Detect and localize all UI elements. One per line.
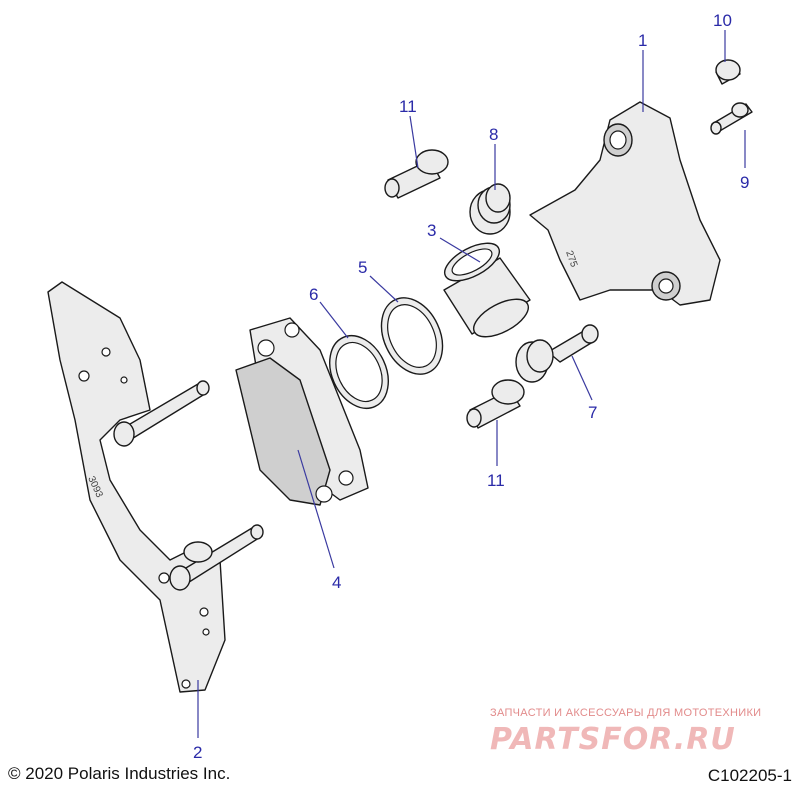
part-10-bleeder-cap (715, 59, 741, 85)
leader-4 (297, 449, 335, 569)
part-8-dust-boot (469, 183, 511, 235)
callout-3: 3 (427, 221, 436, 240)
callout-10: 10 (713, 11, 732, 30)
leader-11-upper (409, 115, 419, 169)
callout-5: 5 (358, 258, 367, 277)
leader-3 (439, 237, 481, 263)
part-9-bleeder-screw (710, 102, 753, 135)
watermark-brand: PARTSFOR.RU (490, 722, 736, 757)
part-7-guide-pin (515, 324, 599, 383)
copyright-notice: © 2020 Polaris Industries Inc. (8, 764, 231, 783)
leader-6 (319, 301, 349, 339)
callout-2: 2 (193, 743, 202, 762)
callout-11-lower: 11 (487, 471, 505, 490)
callout-6: 6 (309, 285, 318, 304)
part-11-upper-bolt (384, 149, 449, 199)
watermark-tagline: ЗАПЧАСТИ И АКСЕССУАРЫ ДЛЯ МОТОТЕХНИКИ (490, 707, 762, 719)
callout-8: 8 (489, 125, 498, 144)
part-3-piston (443, 242, 531, 338)
leader-lines (197, 30, 746, 738)
figure-id: C102205-1 (707, 766, 792, 785)
callout-1: 1 (638, 31, 647, 50)
part-5-o-ring (380, 297, 444, 375)
part-1-caliper-body: 275 (529, 101, 721, 306)
part-4-brake-pads (235, 317, 369, 506)
callout-4: 4 (332, 573, 341, 592)
callout-9: 9 (740, 173, 749, 192)
part-6-o-ring (329, 335, 389, 409)
leader-7 (571, 355, 593, 401)
callout-11-upper: 11 (399, 97, 417, 116)
part-11-lower-bolt (466, 379, 525, 429)
leader-5 (369, 275, 399, 303)
callout-labels: 1 2 3 4 5 6 7 8 9 10 11 11 (193, 11, 749, 762)
callout-7: 7 (588, 403, 597, 422)
part-2-mounting-bracket: 3093 (47, 281, 264, 693)
